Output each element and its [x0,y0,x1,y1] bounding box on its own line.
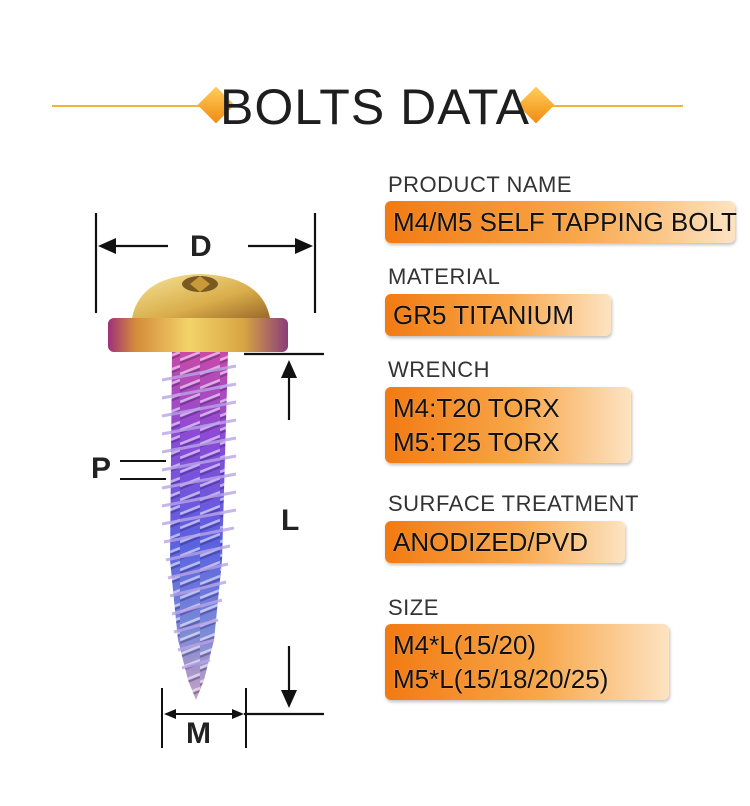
dimension-l [244,352,324,716]
spec-value-line: M4:T20 TORX [393,393,560,423]
page-title: BOLTS DATA [219,79,531,135]
spec-value-surface-treatment: ANODIZED/PVD [385,521,625,563]
dimension-m-label: M [186,717,211,750]
dimension-d-label: D [190,230,212,263]
spec-label-product-name: PRODUCT NAME [388,172,573,197]
spec-value-line: M5:T25 TORX [393,427,560,457]
spec-label-surface-treatment: SURFACE TREATMENT [388,491,639,516]
dimension-l-label: L [281,504,300,537]
dimension-m [161,688,247,748]
spec-value-size: M4*L(15/20) M5*L(15/18/20/25) [385,624,669,700]
dimension-p-label: P [91,452,112,485]
spec-value-line: M5*L(15/18/20/25) [393,664,609,694]
spec-value-line: GR5 TITANIUM [393,300,575,330]
header-line-right [535,105,683,107]
spec-value-product-name: M4/M5 SELF TAPPING BOLT [385,201,737,243]
spec-value-line: ANODIZED/PVD [393,527,589,557]
dimension-p [120,460,166,480]
spec-value-line: M4/M5 SELF TAPPING BOLT [393,207,737,237]
header-line-left [52,105,217,107]
dimension-d [94,213,317,313]
spec-value-wrench: M4:T20 TORX M5:T25 TORX [385,387,631,463]
spec-label-material: MATERIAL [388,264,501,289]
spec-label-wrench: WRENCH [388,357,490,382]
bolt-shank [161,352,237,700]
bolt-head [108,274,288,352]
spec-value-line: M4*L(15/20) [393,630,537,660]
spec-label-size: SIZE [388,595,439,620]
spec-value-material: GR5 TITANIUM [385,294,611,336]
